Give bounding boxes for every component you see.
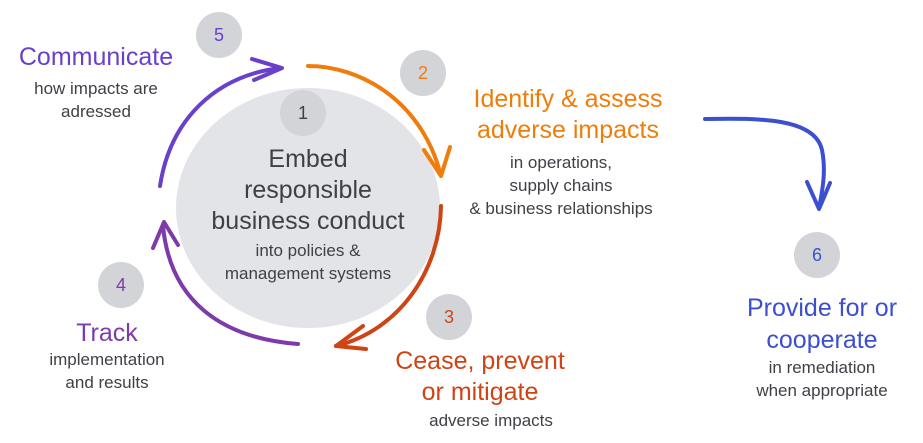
step-4-sub-line: implementation bbox=[49, 350, 165, 369]
step-4-number: 4 bbox=[115, 274, 126, 295]
step-2-sub-line: supply chains bbox=[509, 176, 613, 195]
step-1-text: Embed responsible business conduct into … bbox=[176, 144, 440, 285]
arrow-identify-to-cease bbox=[334, 204, 443, 351]
step-3-text: Cease, prevent or mitigate bbox=[372, 346, 588, 408]
step-1-number: 1 bbox=[297, 102, 308, 123]
step-6-number: 6 bbox=[811, 244, 822, 265]
step-2-sub-line: & business relationships bbox=[469, 199, 653, 218]
step-2-badge: 2 bbox=[400, 50, 446, 96]
step-6-title-line: Provide for or bbox=[746, 294, 898, 322]
step-6-badge: 6 bbox=[794, 232, 840, 278]
arrow-to-remediation bbox=[703, 116, 832, 211]
step-2-text: Identify & assess adverse impacts bbox=[448, 84, 688, 146]
step-1-title-line: responsible bbox=[244, 176, 372, 204]
step-1-title-line: Embed bbox=[268, 145, 348, 173]
step-6-sub-line: in remediation bbox=[768, 358, 876, 377]
step-2-sub-line: in operations, bbox=[509, 153, 613, 172]
step-5-sub-line: adressed bbox=[61, 102, 131, 121]
step-3-badge: 3 bbox=[426, 294, 472, 340]
step-5-text: Communicate how impacts are adressed bbox=[4, 42, 188, 123]
step-2-title-line: adverse impacts bbox=[476, 116, 660, 144]
step-3-subtext: adverse impacts bbox=[398, 409, 584, 432]
step-5-badge: 5 bbox=[196, 12, 242, 58]
step-6-sub-line: when appropriate bbox=[756, 381, 888, 400]
step-5-number: 5 bbox=[213, 24, 224, 45]
step-2-number: 2 bbox=[417, 62, 428, 83]
step-3-title-line: or mitigate bbox=[421, 378, 539, 406]
step-3-sub-line: adverse impacts bbox=[429, 411, 553, 430]
step-4-sub-line: and results bbox=[65, 373, 149, 392]
arrow-track-to-communicate bbox=[158, 57, 284, 188]
step-1-sub-line: into policies & bbox=[255, 241, 361, 260]
step-4-title-line: Track bbox=[76, 319, 138, 347]
step-5-sub-line: how impacts are bbox=[34, 79, 158, 98]
step-1-sub-line: management systems bbox=[224, 264, 392, 283]
step-6-title-line: cooperate bbox=[766, 326, 878, 354]
step-1-badge: 1 bbox=[280, 90, 326, 136]
arrow-embed-to-identify bbox=[306, 64, 452, 178]
step-5-title-line: Communicate bbox=[18, 43, 174, 71]
step-4-text: Track implementation and results bbox=[30, 318, 184, 394]
step-1-title-line: business conduct bbox=[211, 207, 405, 235]
step-4-badge: 4 bbox=[98, 262, 144, 308]
step-6-text: Provide for or cooperate in remediation … bbox=[728, 292, 916, 402]
step-2-title-line: Identify & assess bbox=[473, 85, 663, 113]
arrow-cease-to-track bbox=[151, 220, 300, 346]
step-3-title-line: Cease, prevent bbox=[395, 347, 565, 375]
step-2-subtext: in operations, supply chains & business … bbox=[440, 151, 682, 220]
step-3-number: 3 bbox=[443, 306, 454, 327]
